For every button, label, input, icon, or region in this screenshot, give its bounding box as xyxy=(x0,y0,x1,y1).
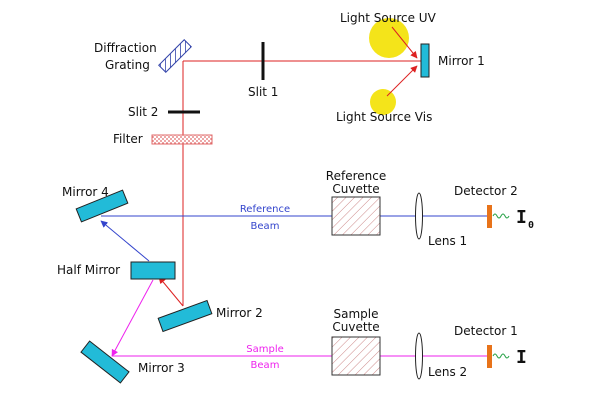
label-intensity-reference: I xyxy=(516,207,527,228)
label-slit-1: Slit 1 xyxy=(248,85,278,99)
label-intensity-sample: I xyxy=(516,347,527,368)
label-sample-cuvette-1: Sample xyxy=(334,307,379,321)
label-lens-2: Lens 2 xyxy=(428,365,467,379)
mirror-4 xyxy=(75,189,129,223)
lens-2 xyxy=(415,332,423,380)
label-lens-1: Lens 1 xyxy=(428,234,467,248)
vis-to-mirror1-beam xyxy=(386,65,418,97)
label-reference-cuvette-2: Cuvette xyxy=(332,182,379,196)
label-slit-2: Slit 2 xyxy=(128,105,158,119)
mirror-1 xyxy=(420,43,430,78)
diffraction-grating xyxy=(158,39,192,73)
sample-cuvette xyxy=(331,336,381,376)
half-mirror xyxy=(130,261,176,280)
mirror2-to-half-mirror-beam xyxy=(158,276,184,307)
label-mirror-4: Mirror 4 xyxy=(62,185,109,199)
mirror-3 xyxy=(80,340,130,384)
label-half-mirror: Half Mirror xyxy=(57,263,120,277)
label-mirror-1: Mirror 1 xyxy=(438,54,485,68)
label-sample-beam-2: Beam xyxy=(251,360,280,371)
light-source-uv xyxy=(369,18,409,58)
label-intensity-reference-subscript: 0 xyxy=(528,220,534,231)
label-sample-beam-1: Sample xyxy=(246,344,284,355)
label-detector-2: Detector 2 xyxy=(454,184,518,198)
detector-2 xyxy=(487,205,492,228)
half-mirror-to-mirror3-beam xyxy=(111,279,154,357)
label-sample-cuvette-2: Cuvette xyxy=(332,320,379,334)
detector-1 xyxy=(487,345,492,368)
label-reference-beam-2: Beam xyxy=(251,221,280,232)
light-source-vis xyxy=(370,89,396,115)
reference-cuvette xyxy=(331,196,381,236)
detector-1-signal-icon xyxy=(492,353,510,359)
filter xyxy=(151,134,213,145)
label-filter: Filter xyxy=(113,132,143,146)
label-diffraction: Diffraction xyxy=(94,41,157,55)
half-mirror-to-mirror4-beam xyxy=(100,220,150,262)
label-light-source-uv: Light Source UV xyxy=(340,11,437,25)
mirror-2 xyxy=(157,299,213,333)
label-reference-beam-1: Reference xyxy=(240,204,290,215)
detector-2-signal-icon xyxy=(492,213,510,219)
uv-to-mirror1-beam xyxy=(391,26,418,59)
lens-1 xyxy=(415,192,423,240)
label-mirror-3: Mirror 3 xyxy=(138,361,185,375)
label-grating: Grating xyxy=(105,58,150,72)
label-reference-cuvette-1: Reference xyxy=(326,169,386,183)
label-mirror-2: Mirror 2 xyxy=(216,306,263,320)
label-light-source-vis: Light Source Vis xyxy=(336,110,432,124)
label-detector-1: Detector 1 xyxy=(454,324,518,338)
